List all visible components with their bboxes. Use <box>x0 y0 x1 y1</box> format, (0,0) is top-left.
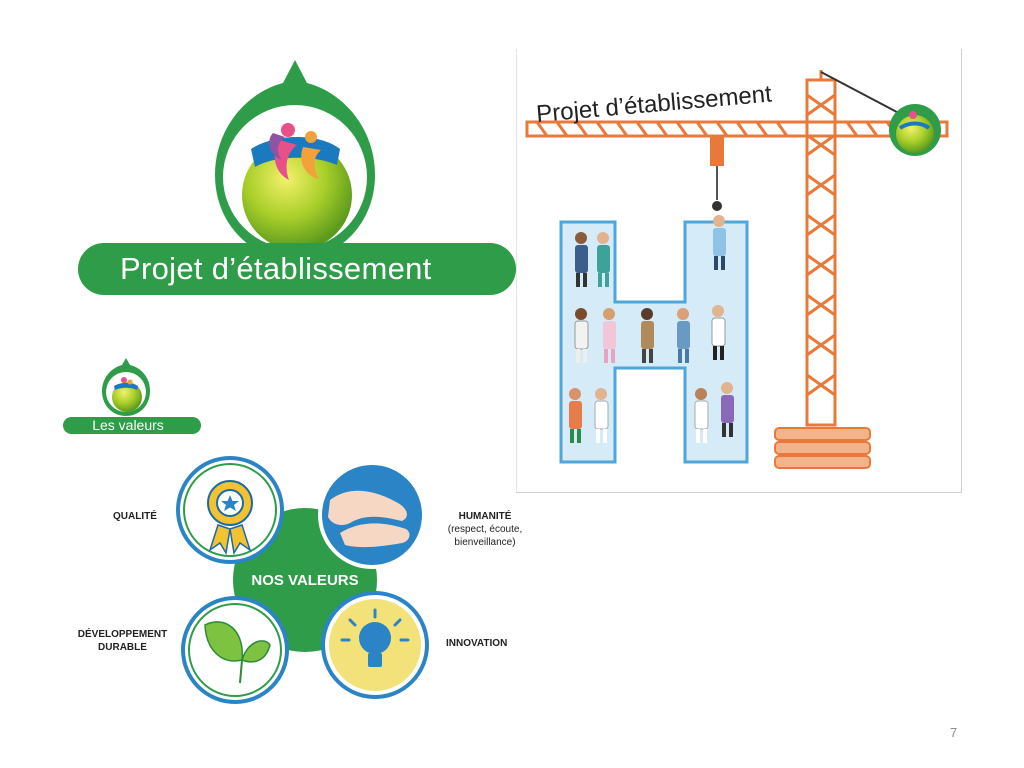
value-humanity-label: HUMANITÉ <box>458 511 512 522</box>
lightbulb-icon <box>321 591 429 699</box>
values-banner: Les valeurs <box>63 417 201 434</box>
value-quality-label: QUALITÉ <box>113 511 157 522</box>
handshake-icon <box>318 461 426 569</box>
values-diagram: NOS VALEURS <box>176 456 429 704</box>
value-sustainable-label-1: DÉVELOPPEMENT <box>77 629 168 640</box>
leaves-icon <box>181 596 289 704</box>
crane-illustration: Projet d’établissement <box>525 70 949 469</box>
value-sustainable: DÉVELOPPEMENT DURABLE <box>75 628 170 654</box>
title-banner: Projet d’établissement <box>78 243 516 295</box>
value-humanity-subtitle-1: (respect, écoute, <box>447 524 523 535</box>
quality-badge-icon <box>176 456 284 564</box>
values-center-label: NOS VALEURS <box>251 572 358 589</box>
value-humanity-subtitle-2: bienveillance) <box>454 537 516 548</box>
value-innovation-label: INNOVATION <box>446 638 508 649</box>
value-sustainable-label-2: DURABLE <box>98 642 147 653</box>
crane-illustration-frame <box>516 49 962 493</box>
logo-figures-icon <box>269 123 321 180</box>
small-logo <box>102 358 150 416</box>
people-figures-icon <box>569 215 734 443</box>
value-humanity: HUMANITÉ (respect, écoute, bienveillance… <box>436 510 534 549</box>
crane-icon <box>525 70 949 427</box>
main-logo <box>215 60 375 260</box>
page-number: 7 <box>950 725 958 740</box>
